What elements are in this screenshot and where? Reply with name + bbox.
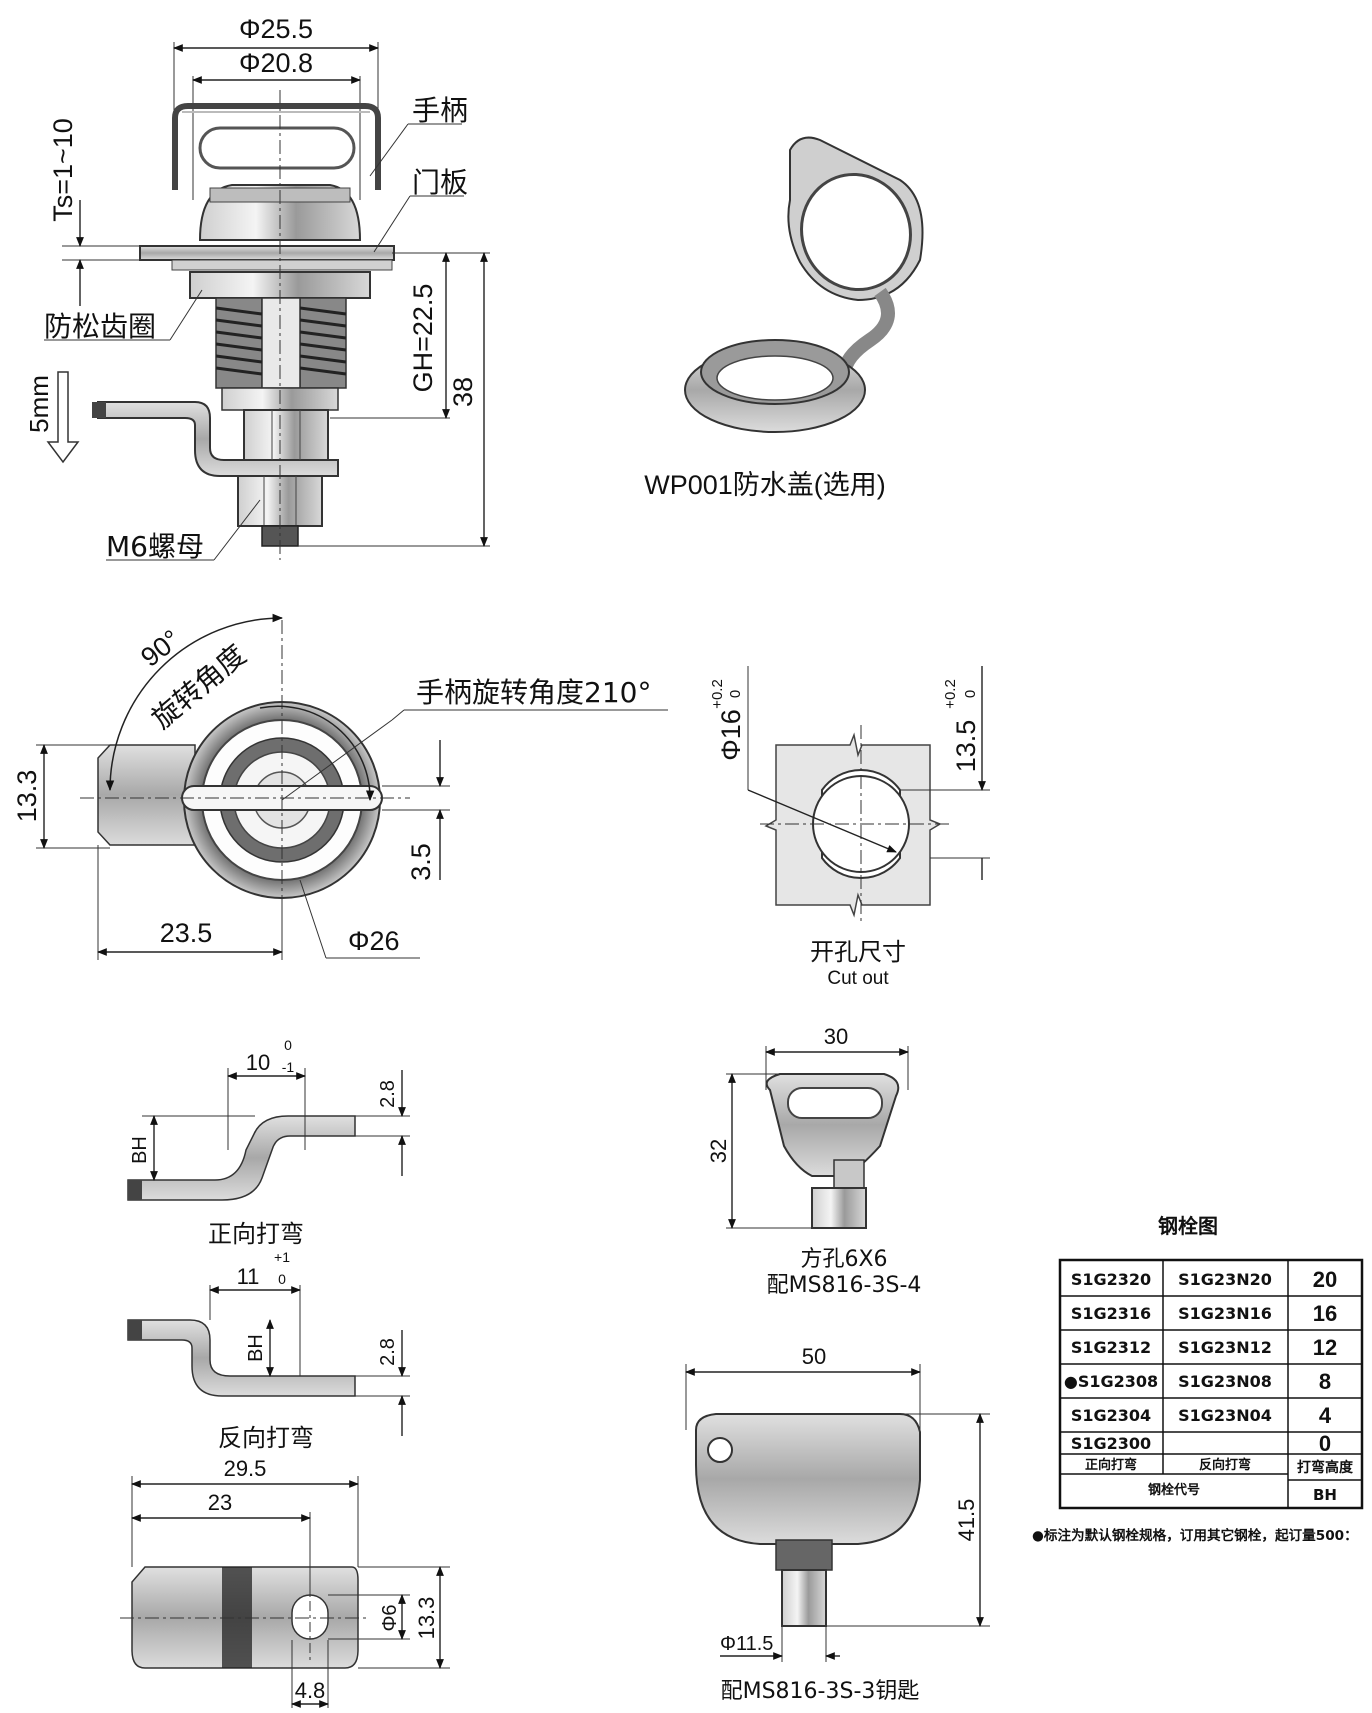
label-handle-rotation: 手柄旋转角度210° [416, 676, 651, 709]
hex-nut [243, 409, 329, 461]
row-5-bh: 0 [1319, 1431, 1331, 1456]
header-rev: 反向打弯 [1199, 1457, 1251, 1473]
table-title: 钢栓图 [1158, 1214, 1218, 1238]
dim-d16: Φ16 [716, 709, 746, 761]
down-arrow-icon [46, 371, 80, 464]
tol-13-5-up: +0.2 [942, 679, 959, 709]
row-5-fwd: S1G2300 [1071, 1434, 1151, 1453]
row-4-bh: 4 [1319, 1403, 1332, 1428]
cam-plan-hole-pos: 23 [208, 1490, 232, 1515]
header-bh: BH [1313, 1486, 1337, 1504]
cam-plan: 29.5 23 Φ6 13.3 4.8 [120, 1456, 450, 1708]
row-4-rev: S1G23N04 [1178, 1406, 1272, 1425]
cutout-title-en: Cut out [827, 968, 889, 989]
dim-13-3-front: 13.3 [12, 770, 42, 823]
label-lock-washer: 防松齿圈 [44, 310, 156, 343]
key-flat: 50 41.5 Φ11.5 配MS816-3S-3钥匙 [685, 1344, 990, 1704]
cam-fwd-tol-low: -1 [282, 1059, 295, 1075]
row-0-bh: 20 [1313, 1267, 1337, 1292]
header-code: 钢栓代号 [1148, 1482, 1200, 1498]
header-fwd: 正向打弯 [1085, 1457, 1137, 1473]
key-sq-height: 32 [706, 1139, 731, 1163]
key-flat-width: 50 [802, 1344, 826, 1369]
dim-23-5: 23.5 [160, 918, 213, 948]
row-2-bh: 12 [1313, 1335, 1337, 1360]
tol-d16-low: 0 [727, 690, 744, 698]
cam-rev-thickness: 2.8 [377, 1338, 399, 1366]
row-3-rev: S1G23N08 [1178, 1372, 1272, 1391]
row-1-fwd: S1G2316 [1071, 1304, 1151, 1323]
row-2-fwd: S1G2312 [1071, 1338, 1151, 1357]
cam-bar [97, 401, 339, 477]
row-0-fwd: S1G2320 [1071, 1270, 1151, 1289]
row-3-bh: 8 [1319, 1369, 1331, 1394]
dim-d25-5: Φ25.5 [239, 14, 313, 44]
side-view: Φ25.5 Φ20.8 [24, 14, 490, 563]
row-4-fwd: S1G2304 [1071, 1406, 1151, 1425]
table-note: ●标注为默认钢栓规格，订用其它钢栓，起订量500： [1032, 1527, 1358, 1544]
cam-plan-width: 13.3 [414, 1597, 439, 1640]
key-sq-line2: 配MS816-3S-4 [767, 1273, 922, 1298]
cam-rev-caption: 反向打弯 [218, 1424, 314, 1452]
cutout-title-cn: 开孔尺寸 [810, 938, 906, 966]
cam-forward: 10 0 -1 BH 2.8 正向打弯 [127, 1037, 410, 1248]
door-panel [139, 245, 395, 261]
cam-rev-bh: BH [245, 1334, 267, 1362]
cam-fwd-bh: BH [129, 1136, 151, 1164]
dim-d20-8: Φ20.8 [239, 48, 313, 78]
label-nut: M6螺母 [106, 530, 204, 563]
angle-90: 90° [135, 624, 186, 673]
row-2-rev: S1G23N12 [1178, 1338, 1272, 1357]
cam-plan-length: 29.5 [224, 1456, 267, 1481]
waterproof-cap: WP001防水盖(选用) [644, 136, 924, 500]
key-hole [707, 1437, 733, 1463]
tol-d16-up: +0.2 [709, 679, 726, 709]
front-view: 90° 旋转角度 手柄旋转角度210° 13.3 23.5 Φ26 3.5 [12, 613, 668, 960]
key-flat-dia: Φ11.5 [720, 1633, 773, 1655]
key-square: 30 32 方孔6X6 配MS816-3S-4 [706, 1024, 921, 1298]
cam-rev-width: 11 [237, 1264, 260, 1289]
dim-d26: Φ26 [348, 926, 400, 956]
row-1-rev: S1G23N16 [1178, 1304, 1272, 1323]
cap-caption: WP001防水盖(选用) [644, 470, 886, 500]
label-door-panel: 门板 [412, 166, 468, 199]
row-3-fwd: ●S1G2308 [1064, 1372, 1158, 1391]
cutout-view: Φ16 +0.2 0 13.5 +0.2 0 开孔尺寸 Cut out [709, 666, 990, 989]
dim-3-5: 3.5 [406, 843, 436, 881]
row-1-bh: 16 [1313, 1301, 1337, 1326]
cam-plan-offset: 4.8 [295, 1678, 326, 1703]
thread-body [215, 297, 347, 411]
key-flat-caption: 配MS816-3S-3钥匙 [721, 1679, 920, 1704]
key-flat-height: 41.5 [954, 1499, 979, 1542]
row-0-rev: S1G23N20 [1178, 1270, 1272, 1289]
cam-plan-hole-d: Φ6 [379, 1604, 401, 1631]
key-sq-line1: 方孔6X6 [800, 1247, 887, 1272]
cam-fwd-caption: 正向打弯 [208, 1220, 304, 1248]
bolt-table: 钢栓图 S1G2320 S1G23N20 20 S1G2316 S1G23N16… [1032, 1214, 1364, 1544]
cam-fwd-thickness: 2.8 [377, 1080, 399, 1108]
dim-gh: GH=22.5 [408, 284, 438, 393]
tol-13-5-low: 0 [962, 690, 979, 698]
cam-rev-tol-up: +1 [274, 1249, 290, 1265]
dim-13-5: 13.5 [951, 720, 981, 773]
cam-fwd-width: 10 [246, 1050, 270, 1075]
dim-ts: Ts=1~10 [48, 118, 78, 222]
header-bh-label: 打弯高度 [1297, 1459, 1354, 1476]
cam-reverse: 11 +1 0 BH 2.8 反向打弯 [127, 1249, 410, 1452]
key-sq-width: 30 [824, 1024, 848, 1049]
handle-loop [172, 103, 381, 190]
cam-rev-tol-low: 0 [278, 1271, 286, 1287]
dim-5mm: 5mm [24, 375, 54, 433]
label-handle: 手柄 [412, 94, 468, 127]
dim-38: 38 [448, 377, 478, 407]
cam-fwd-tol-up: 0 [284, 1037, 292, 1053]
